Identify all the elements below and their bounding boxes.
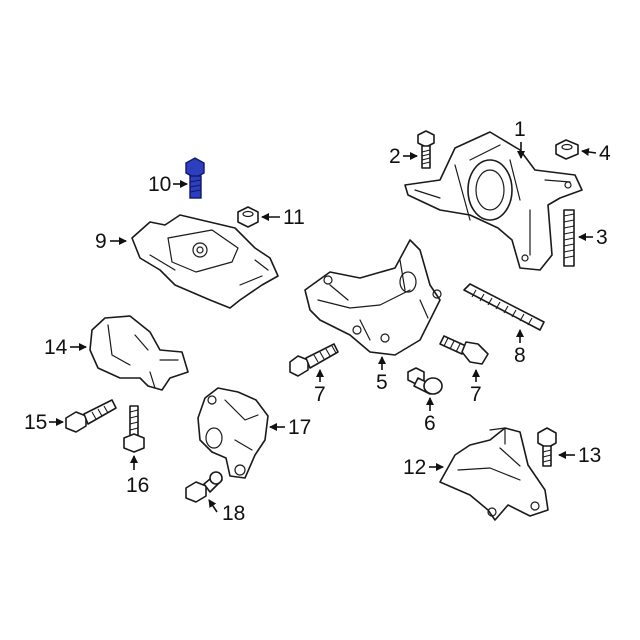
bolt-part-16[interactable]	[123, 405, 145, 453]
callout-18: 18	[208, 499, 245, 525]
callout-5: 5	[376, 356, 388, 394]
svg-text:4: 4	[599, 142, 611, 165]
callout-11: 11	[261, 206, 305, 229]
callout-17: 17	[269, 416, 311, 439]
callout-4: 4	[581, 142, 611, 165]
bracket-part-5[interactable]	[304, 239, 442, 356]
mount-block-part-14[interactable]	[89, 315, 189, 391]
svg-text:18: 18	[222, 502, 245, 525]
nut-part-11[interactable]	[237, 206, 259, 228]
stud-part-3[interactable]	[563, 209, 575, 267]
long-stud-part-8[interactable]	[463, 283, 545, 331]
bolt-part-13[interactable]	[537, 427, 557, 467]
callout-10: 10	[148, 173, 188, 196]
svg-text:7: 7	[314, 383, 326, 406]
svg-text:13: 13	[578, 444, 601, 467]
svg-text:12: 12	[403, 456, 426, 479]
svg-text:7: 7	[470, 383, 482, 406]
plate-bracket-part-9[interactable]	[131, 214, 279, 309]
bolt-part-6[interactable]	[407, 367, 443, 395]
callout-9: 9	[95, 230, 127, 253]
callout-7-left: 7	[314, 369, 326, 406]
callout-6: 6	[424, 397, 436, 435]
callout-16: 16	[126, 455, 149, 497]
bolt-part-7-left[interactable]	[289, 343, 339, 377]
callout-12: 12	[403, 456, 444, 479]
nut-part-4[interactable]	[555, 139, 579, 160]
callout-8: 8	[514, 329, 526, 367]
callout-3: 3	[578, 226, 608, 249]
svg-text:10: 10	[148, 173, 171, 196]
svg-text:5: 5	[376, 371, 388, 394]
svg-text:2: 2	[389, 145, 401, 168]
callout-13: 13	[558, 444, 601, 467]
svg-text:9: 9	[95, 230, 107, 253]
svg-text:8: 8	[514, 344, 526, 367]
callout-14: 14	[44, 336, 87, 359]
callout-7-right: 7	[470, 369, 482, 406]
bolt-part-7-right[interactable]	[439, 335, 489, 365]
svg-text:3: 3	[596, 226, 608, 249]
bolt-part-15[interactable]	[65, 399, 117, 433]
svg-text:11: 11	[283, 206, 305, 229]
bolt-part-18[interactable]	[185, 471, 223, 503]
callout-1: 1	[514, 118, 526, 159]
svg-text:15: 15	[24, 411, 47, 434]
bolt-part-2[interactable]	[417, 130, 435, 169]
svg-text:14: 14	[44, 336, 68, 359]
lower-bracket-part-12[interactable]	[439, 427, 549, 521]
bracket-part-17[interactable]	[197, 387, 269, 479]
callout-2: 2	[389, 145, 418, 168]
svg-text:17: 17	[288, 416, 311, 439]
svg-text:6: 6	[424, 412, 436, 435]
bolt-part-10-highlighted[interactable]	[185, 157, 205, 199]
svg-text:1: 1	[514, 118, 526, 141]
callout-15: 15	[24, 411, 64, 434]
engine-mount-part-1[interactable]	[404, 131, 583, 271]
svg-text:16: 16	[126, 474, 149, 497]
